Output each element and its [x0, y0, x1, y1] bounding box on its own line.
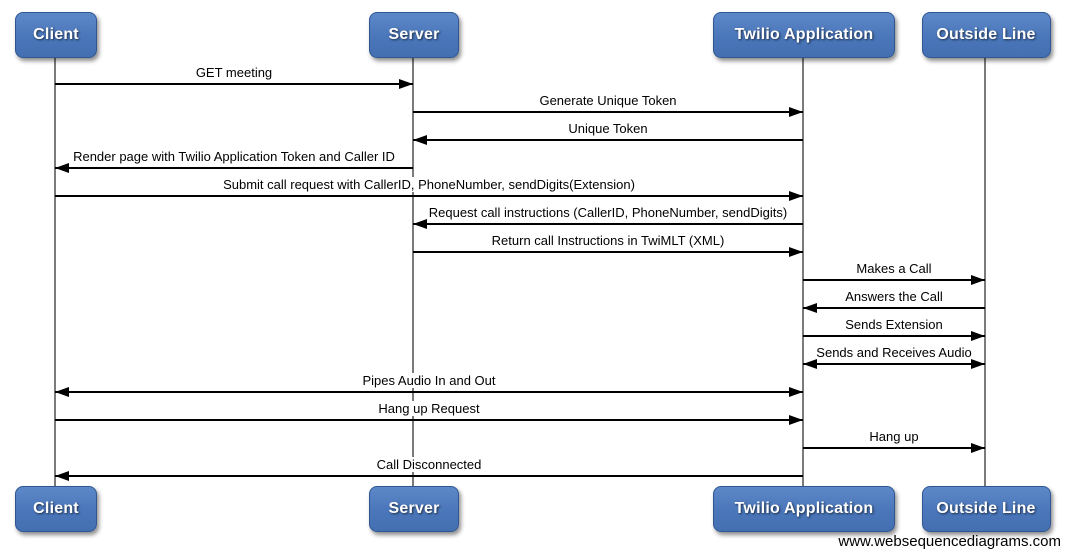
message-label-text: Answers the Call — [842, 289, 946, 304]
actor-label: Outside Line — [936, 26, 1036, 43]
message-label-text: Pipes Audio In and Out — [359, 373, 499, 388]
message-label-text: Generate Unique Token — [536, 93, 680, 108]
message-line — [803, 307, 985, 309]
message-line — [55, 83, 413, 85]
actor-box-client-top: Client — [15, 12, 97, 58]
message-label: GET meeting — [55, 65, 413, 81]
arrowhead-left-icon — [413, 135, 427, 145]
actor-label: Server — [388, 500, 440, 517]
actor-label: Client — [33, 26, 79, 43]
actor-box-client-bottom: Client — [15, 486, 97, 532]
message-line — [55, 475, 803, 477]
message-label-text: Hang up — [866, 429, 922, 444]
arrowhead-right-icon — [971, 443, 985, 453]
message-label: Hang up Request — [55, 401, 803, 417]
message-label: Sends and Receives Audio — [803, 345, 985, 361]
message-label: Generate Unique Token — [413, 93, 803, 109]
lifeline-twilio-application — [802, 34, 804, 508]
lifeline-outside-line — [984, 34, 986, 508]
message-line — [803, 447, 985, 449]
message-label: Answers the Call — [803, 289, 985, 305]
actor-box-server-top: Server — [369, 12, 459, 58]
arrowhead-left-icon — [55, 163, 69, 173]
message-line — [803, 363, 985, 365]
message-label: Submit call request with CallerID, Phone… — [55, 177, 803, 193]
actor-box-server-bottom: Server — [369, 486, 459, 532]
arrowhead-right-icon — [789, 191, 803, 201]
message-line — [55, 195, 803, 197]
message-label-text: Sends and Receives Audio — [813, 345, 975, 360]
message-label: Makes a Call — [803, 261, 985, 277]
message-label: Return call Instructions in TwiMLT (XML) — [413, 233, 803, 249]
actor-label: Server — [388, 26, 440, 43]
message-label: Sends Extension — [803, 317, 985, 333]
actor-box-outside-line-top: Outside Line — [921, 12, 1051, 58]
message-label: Request call instructions (CallerID, Pho… — [413, 205, 803, 221]
arrowhead-left-icon — [413, 219, 427, 229]
message-label-text: Hang up Request — [375, 401, 483, 416]
message-label-text: Call Disconnected — [373, 457, 485, 472]
actor-box-twilio-application-bottom: Twilio Application — [713, 486, 895, 532]
arrowhead-right-icon — [789, 107, 803, 117]
message-line — [413, 251, 803, 253]
arrowhead-right-icon — [971, 331, 985, 341]
lifeline-server — [412, 34, 414, 508]
message-label: Render page with Twilio Application Toke… — [55, 149, 413, 165]
message-line — [413, 223, 803, 225]
message-label-text: GET meeting — [192, 65, 276, 80]
message-label: Hang up — [803, 429, 985, 445]
arrowhead-left-icon — [803, 359, 817, 369]
actor-label: Twilio Application — [734, 500, 874, 517]
arrowhead-right-icon — [971, 275, 985, 285]
arrowhead-right-icon — [399, 79, 413, 89]
arrowhead-right-icon — [789, 387, 803, 397]
actor-box-outside-line-bottom: Outside Line — [921, 486, 1051, 532]
arrowhead-left-icon — [55, 471, 69, 481]
lifeline-client — [54, 34, 56, 508]
actor-label: Client — [33, 500, 79, 517]
message-line — [55, 167, 413, 169]
message-line — [803, 335, 985, 337]
message-line — [55, 419, 803, 421]
arrowhead-right-icon — [789, 415, 803, 425]
message-line — [413, 111, 803, 113]
message-line — [803, 279, 985, 281]
message-label: Call Disconnected — [55, 457, 803, 473]
message-label-text: Sends Extension — [842, 317, 946, 332]
message-label: Pipes Audio In and Out — [55, 373, 803, 389]
message-line — [55, 391, 803, 393]
message-line — [413, 139, 803, 141]
arrowhead-left-icon — [55, 387, 69, 397]
watermark: www.websequencediagrams.com — [838, 533, 1061, 550]
arrowhead-right-icon — [971, 359, 985, 369]
actor-label: Outside Line — [936, 500, 1036, 517]
arrowhead-right-icon — [789, 247, 803, 257]
message-label-text: Request call instructions (CallerID, Pho… — [425, 205, 791, 220]
arrowhead-left-icon — [803, 303, 817, 313]
message-label-text: Render page with Twilio Application Toke… — [70, 149, 398, 164]
message-label-text: Submit call request with CallerID, Phone… — [220, 177, 638, 192]
message-label-text: Return call Instructions in TwiMLT (XML) — [488, 233, 728, 248]
actor-box-twilio-application-top: Twilio Application — [713, 12, 895, 58]
message-label: Unique Token — [413, 121, 803, 137]
message-label-text: Makes a Call — [853, 261, 935, 276]
message-label-text: Unique Token — [565, 121, 651, 136]
actor-label: Twilio Application — [734, 26, 874, 43]
